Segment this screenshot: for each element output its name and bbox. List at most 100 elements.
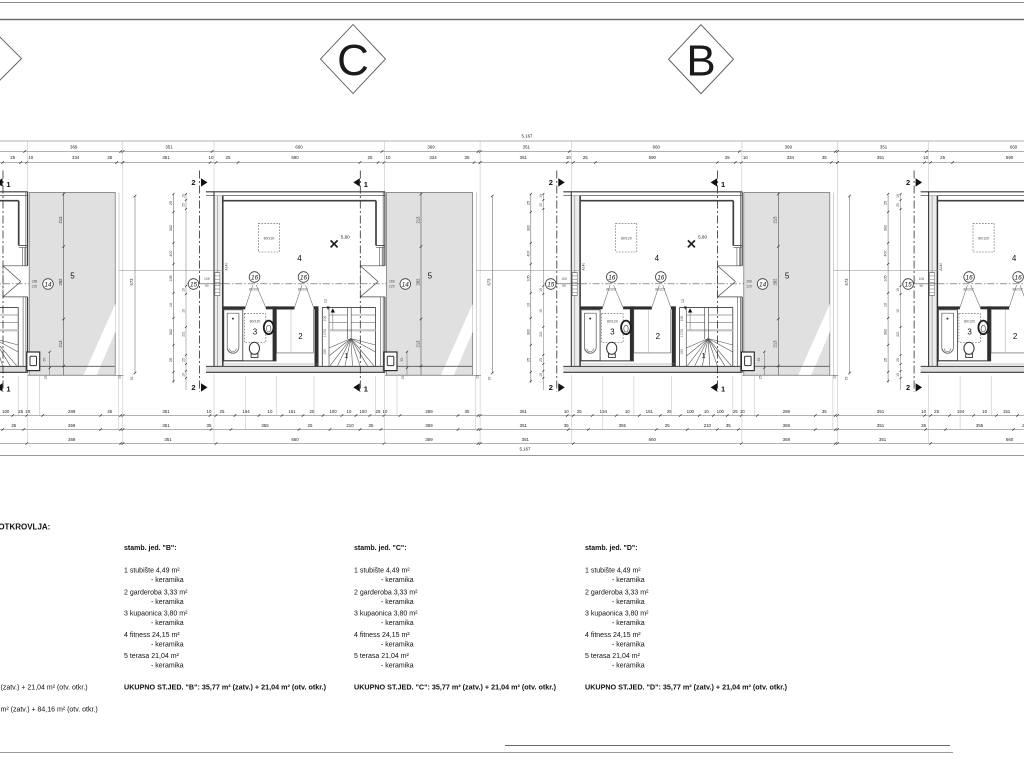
svg-text:25: 25: [220, 409, 225, 414]
svg-text:(zatv.) + 21,04 m² (otv. otkr.: (zatv.) + 21,04 m² (otv. otkr.): [1, 684, 88, 691]
svg-text:100: 100: [2, 409, 10, 414]
svg-text:10: 10: [207, 409, 212, 414]
svg-text:1: 1: [344, 351, 348, 360]
svg-text:3 kupaonica 3,80 m²: 3 kupaonica 3,80 m²: [354, 610, 418, 617]
svg-text:351: 351: [164, 437, 172, 442]
svg-text:2: 2: [549, 383, 553, 392]
svg-text:351: 351: [877, 155, 885, 160]
svg-text:100: 100: [687, 409, 695, 414]
svg-text:10: 10: [625, 409, 630, 414]
svg-text:3 kupaonica 3,80 m²: 3 kupaonica 3,80 m²: [124, 610, 188, 617]
svg-text:590: 590: [291, 155, 299, 160]
svg-text:302: 302: [169, 329, 173, 335]
svg-text:POTKROVLJA:: POTKROVLJA:: [0, 523, 50, 532]
svg-text:151: 151: [1003, 409, 1011, 414]
svg-text:35: 35: [107, 409, 112, 414]
svg-text:10: 10: [182, 288, 186, 292]
svg-text:25: 25: [308, 423, 313, 428]
svg-text:334: 334: [72, 155, 80, 160]
svg-text:221: 221: [182, 331, 186, 337]
svg-text:- keramika: - keramika: [151, 599, 184, 606]
svg-text:4 fitness 24,15 m²: 4 fitness 24,15 m²: [124, 632, 180, 639]
svg-text:UKUPNO ST.JED. "B": 35,77 m² (: UKUPNO ST.JED. "B": 35,77 m² (zatv.) + 2…: [124, 682, 327, 691]
svg-text:289: 289: [783, 409, 791, 414]
svg-text:35: 35: [564, 423, 569, 428]
svg-text:25: 25: [376, 409, 381, 414]
svg-text:2: 2: [549, 178, 553, 187]
svg-text:10: 10: [209, 155, 214, 160]
svg-text:351: 351: [523, 145, 531, 150]
svg-text:4 fitness 24,15 m²: 4 fitness 24,15 m²: [354, 632, 410, 639]
svg-text:105: 105: [204, 277, 210, 281]
svg-text:35: 35: [369, 423, 374, 428]
svg-text:1: 1: [721, 385, 725, 394]
svg-text:105: 105: [169, 275, 173, 281]
svg-text:C: C: [337, 36, 369, 85]
svg-text:25: 25: [182, 203, 186, 207]
svg-text:2 garderoba 3,33 m²: 2 garderoba 3,33 m²: [354, 589, 418, 596]
svg-text:16: 16: [251, 274, 259, 281]
svg-text:25: 25: [934, 409, 939, 414]
svg-text:351: 351: [162, 155, 170, 160]
svg-text:17/20: 17/20: [323, 329, 327, 337]
svg-text:100: 100: [323, 349, 327, 355]
svg-text:660: 660: [1010, 145, 1018, 150]
svg-text:5.167: 5.167: [520, 447, 532, 452]
svg-text:213: 213: [415, 216, 420, 224]
svg-text:351: 351: [162, 423, 170, 428]
svg-text:351: 351: [880, 145, 888, 150]
svg-text:stamb. jed. "B":: stamb. jed. "B":: [124, 545, 177, 552]
svg-text:590: 590: [1006, 155, 1014, 160]
svg-text:1: 1: [364, 180, 368, 189]
svg-text:- keramika: - keramika: [612, 620, 645, 627]
svg-text:660: 660: [295, 145, 303, 150]
svg-text:351: 351: [879, 437, 887, 442]
svg-text:10: 10: [383, 409, 388, 414]
svg-text:369: 369: [427, 145, 435, 150]
svg-text:351: 351: [165, 145, 173, 150]
svg-text:25: 25: [310, 409, 315, 414]
svg-text:10: 10: [28, 155, 33, 160]
svg-text:25: 25: [368, 155, 373, 160]
svg-text:3 kupaonica 3,80 m²: 3 kupaonica 3,80 m²: [585, 610, 649, 617]
svg-text:289: 289: [68, 409, 76, 414]
svg-text:25: 25: [169, 358, 173, 362]
svg-text:- keramika: - keramika: [381, 599, 414, 606]
svg-text:35: 35: [107, 155, 112, 160]
svg-text:288: 288: [389, 279, 395, 283]
svg-text:369: 369: [425, 437, 433, 442]
svg-text:213: 213: [415, 340, 420, 348]
svg-text:35: 35: [465, 155, 470, 160]
svg-text:35: 35: [921, 423, 926, 428]
svg-text:10: 10: [268, 409, 273, 414]
svg-text:10: 10: [386, 155, 391, 160]
svg-text:351: 351: [877, 409, 885, 414]
svg-text:334: 334: [787, 155, 795, 160]
svg-text:10: 10: [182, 373, 186, 377]
svg-text:369: 369: [68, 437, 76, 442]
svg-text:UKUPNO ST.JED. "D": 35,77 m² (: UKUPNO ST.JED. "D": 35,77 m² (zatv.) + 2…: [585, 682, 788, 691]
svg-text:351: 351: [520, 155, 528, 160]
svg-text:369: 369: [425, 423, 433, 428]
svg-text:stamb. jed. "C":: stamb. jed. "C":: [354, 545, 407, 552]
svg-text:210: 210: [704, 423, 712, 428]
svg-text:673: 673: [129, 278, 134, 286]
svg-text:10: 10: [347, 409, 352, 414]
svg-text:2: 2: [191, 178, 195, 187]
svg-text:289: 289: [425, 409, 433, 414]
svg-text:25: 25: [1022, 423, 1024, 428]
svg-text:10: 10: [743, 155, 748, 160]
svg-text:10: 10: [182, 194, 186, 198]
svg-text:1 stubište 4,49 m²: 1 stubište 4,49 m²: [354, 567, 410, 574]
svg-text:- keramika: - keramika: [381, 620, 414, 627]
svg-text:2: 2: [191, 383, 195, 392]
svg-text:100: 100: [359, 409, 367, 414]
svg-text:1 stubište 4,49 m²: 1 stubište 4,49 m²: [585, 567, 641, 574]
svg-text:25: 25: [18, 409, 23, 414]
svg-text:660: 660: [291, 437, 299, 442]
svg-text:5 terasa 21,04 m²: 5 terasa 21,04 m²: [124, 653, 180, 660]
svg-text:5: 5: [428, 272, 433, 281]
svg-text:194: 194: [600, 409, 608, 414]
svg-text:351: 351: [877, 423, 885, 428]
svg-text:151: 151: [288, 409, 296, 414]
